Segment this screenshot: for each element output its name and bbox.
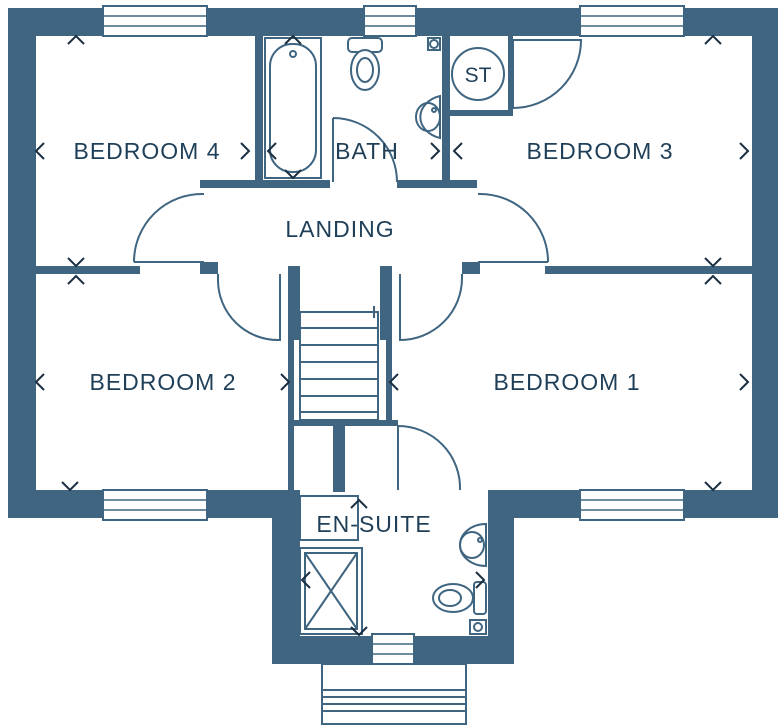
toilet-icon (347, 37, 383, 91)
storage-cupboard: ST (451, 47, 505, 101)
room-label-bath: BATH (335, 138, 399, 164)
internal-walls (36, 36, 752, 492)
basin-icon (415, 94, 441, 140)
storage-label: ST (465, 64, 492, 87)
room-label-bedroom-4: BEDROOM 4 (73, 138, 220, 164)
en-suite-fixtures (299, 495, 487, 635)
porch-roof (321, 663, 467, 725)
outer-walls (8, 8, 778, 664)
room-label-bedroom-2: BEDROOM 2 (89, 369, 236, 395)
window-en-suite (371, 633, 415, 665)
staircase (299, 306, 379, 421)
shower-icon (299, 547, 363, 635)
en-suite-toilet-icon (432, 581, 487, 615)
windows (102, 5, 685, 665)
room-label-bedroom-1: BEDROOM 1 (493, 369, 640, 395)
window-bedroom-3 (579, 5, 685, 37)
window-bedroom-2 (102, 489, 208, 521)
window-bedroom-1 (579, 489, 685, 521)
room-labels: BEDROOM 4 BATH BEDROOM 3 LANDING BEDROOM… (73, 138, 673, 537)
room-label-bedroom-3: BEDROOM 3 (526, 138, 673, 164)
bath-fixtures (264, 37, 441, 179)
room-label-en-suite: EN-SUITE (316, 511, 431, 537)
window-bath (363, 5, 417, 37)
window-bedroom-4 (102, 5, 208, 37)
en-suite-pipe-box (469, 619, 487, 635)
en-suite-cupboard (299, 495, 359, 541)
doors (133, 39, 583, 491)
room-label-landing: LANDING (285, 216, 394, 242)
en-suite-basin-icon (459, 522, 487, 568)
dimension-markers (34, 34, 750, 637)
